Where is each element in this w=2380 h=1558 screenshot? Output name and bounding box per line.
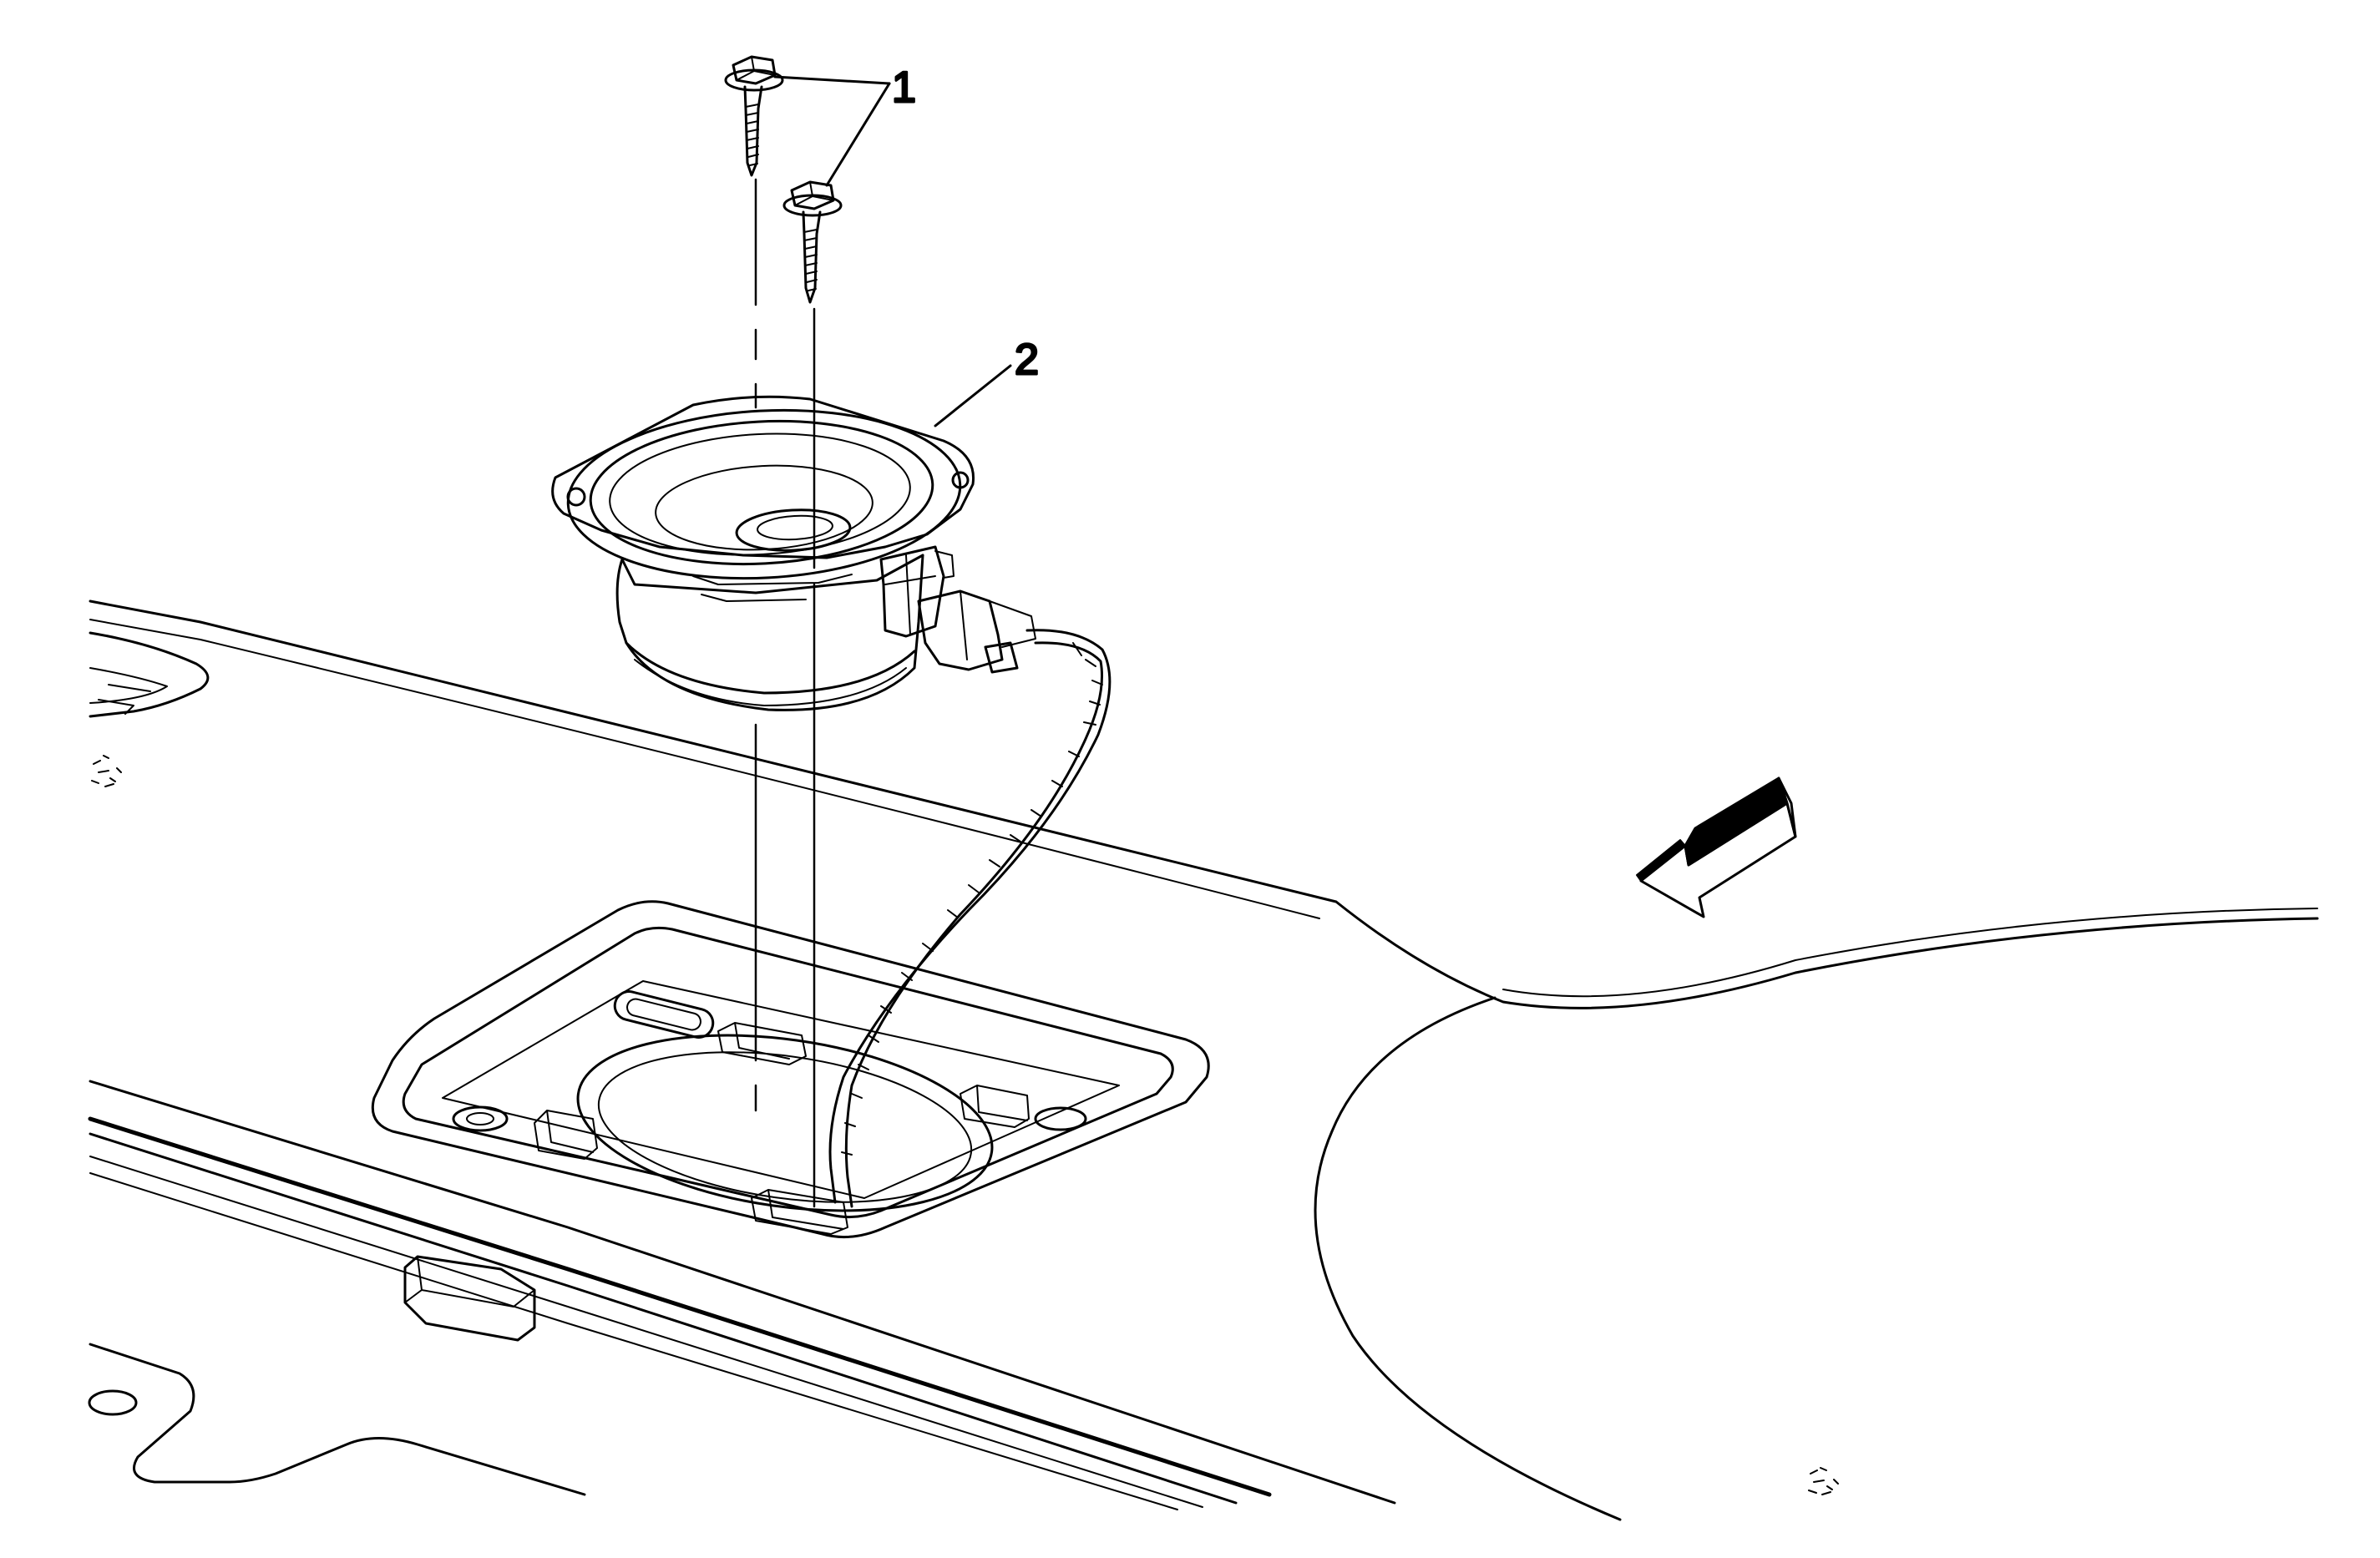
recess-inner-rim [402, 926, 1174, 1219]
speaker-terminal-detail [884, 550, 955, 635]
panel-top-edge-highlight [1502, 908, 2318, 998]
speaker-connector-latch [960, 590, 1036, 660]
panel-clip [403, 1255, 536, 1342]
speaker [551, 395, 1036, 711]
leader-1-to-bolt-left [773, 75, 891, 85]
panel-front-lip-3 [89, 1132, 1238, 1505]
arrow-side-shade [1636, 839, 1686, 882]
callout-2-label: 2 [1015, 336, 1039, 384]
bolt-right-shank [802, 210, 822, 304]
left-opening-inner [89, 667, 168, 704]
recess-boss-right [1034, 1106, 1087, 1131]
forward-arrow-icon [1636, 776, 1797, 918]
wire-outer-left [828, 629, 1112, 1204]
left-opening [89, 631, 210, 718]
recess-outer-rim [371, 900, 1210, 1239]
rear-shelf-panel [88, 599, 2319, 1521]
left-opening-detail [98, 684, 151, 715]
speaker-connector [917, 589, 1004, 671]
speaker-surround [589, 419, 934, 566]
speaker-basket-window [692, 574, 853, 602]
panel-clip-detail [404, 1256, 535, 1308]
panel-curved-surface [1314, 996, 1622, 1521]
bolt-left-shank [743, 85, 763, 177]
speaker-dust-cap-inner [757, 514, 833, 541]
speaker-magnet-rim [625, 641, 916, 695]
speaker-wire-harness [828, 629, 1112, 1208]
speaker-mounting-recess [371, 900, 1210, 1239]
recess-boss-left [452, 1105, 509, 1132]
speaker-basket [620, 554, 924, 594]
speaker-connector-plug [984, 641, 1019, 674]
bolt-left-washer [724, 68, 784, 92]
alignment-lines [754, 178, 816, 1208]
panel-front-lip-5 [89, 1172, 1178, 1510]
recess-speaker-opening-inner [597, 1051, 973, 1203]
panel-top-edge [89, 599, 2319, 1009]
recess-oval-slot [613, 990, 715, 1039]
callout-1-label: 1 [892, 63, 916, 112]
speaker-dust-cap [735, 508, 852, 552]
recess-oval-slot-inner [626, 998, 701, 1031]
speaker-outer-ring [566, 408, 962, 580]
bolt-left-threads [745, 104, 759, 166]
speaker-flange [551, 395, 975, 559]
recess-clip-left [534, 1110, 598, 1160]
bolt-right-threads [803, 229, 818, 291]
panel-lower-tab [89, 1343, 586, 1496]
wire-tape-wraps [841, 642, 1103, 1156]
recess-clip-top [717, 1022, 807, 1065]
panel-front-lip-1 [89, 1080, 1396, 1505]
leader-1-to-bolt-right [825, 82, 891, 187]
texture-mark-left [91, 755, 122, 787]
panel-lower-hole [88, 1389, 138, 1416]
texture-mark-right [1808, 1467, 1839, 1495]
speaker-surround-inner [609, 432, 911, 556]
recess-clip-right [960, 1085, 1030, 1128]
panel-front-lip-4 [89, 1156, 1203, 1508]
callout-leaders [773, 75, 1012, 427]
recess-speaker-opening [576, 1034, 994, 1212]
leader-2-to-speaker [934, 364, 1012, 427]
recess-boss-left-inner [466, 1112, 494, 1126]
speaker-bolt-left [724, 55, 784, 177]
speaker-bolt-right [782, 180, 843, 304]
recess-floor-edge [442, 980, 1120, 1199]
arrow-tail [1777, 776, 1797, 838]
speaker-magnet-rim-2 [634, 659, 907, 706]
recess-clip-bottom [751, 1189, 848, 1235]
bolt-right-washer [782, 194, 843, 217]
speaker-magnet-body [615, 554, 924, 711]
panel-top-edge-inner [89, 619, 1320, 919]
panel-front-lip-2 [88, 1116, 1272, 1497]
wire-outer-right [844, 641, 1104, 1208]
